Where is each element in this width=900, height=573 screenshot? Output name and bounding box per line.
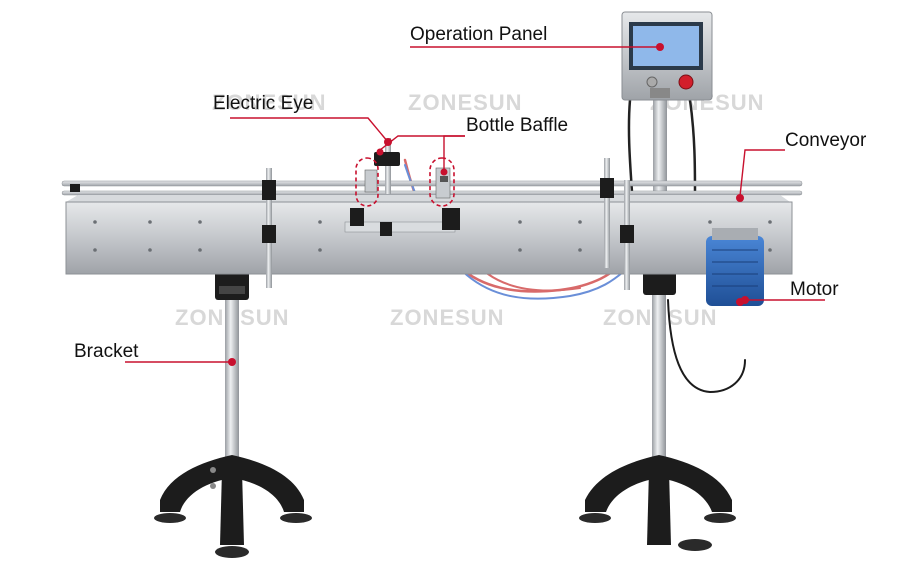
watermark: ZONESUN	[212, 90, 327, 115]
bottle-baffle	[435, 167, 460, 230]
callout-lines	[125, 46, 825, 363]
watermark: ZONESUN	[390, 305, 505, 330]
callout-operation-panel: Operation Panel	[410, 24, 548, 45]
operation-panel	[621, 11, 713, 101]
watermark: ZONESUN	[408, 90, 523, 115]
callout-dots	[228, 43, 749, 366]
conveyor	[61, 180, 803, 275]
right-bracket	[579, 265, 736, 551]
callout-conveyor: Conveyor	[785, 130, 867, 151]
bottle-baffle-highlight	[429, 157, 455, 207]
electric-eye-highlight	[355, 157, 379, 207]
callout-bottle-baffle: Bottle Baffle	[466, 115, 569, 136]
callout-motor: Motor	[790, 279, 839, 300]
rail-holders	[70, 158, 634, 290]
callout-electric-eye: Electric Eye	[213, 93, 314, 114]
electric-eye	[350, 138, 400, 236]
callout-bracket: Bracket	[74, 341, 139, 362]
left-bracket	[154, 270, 312, 558]
motor	[706, 228, 764, 306]
